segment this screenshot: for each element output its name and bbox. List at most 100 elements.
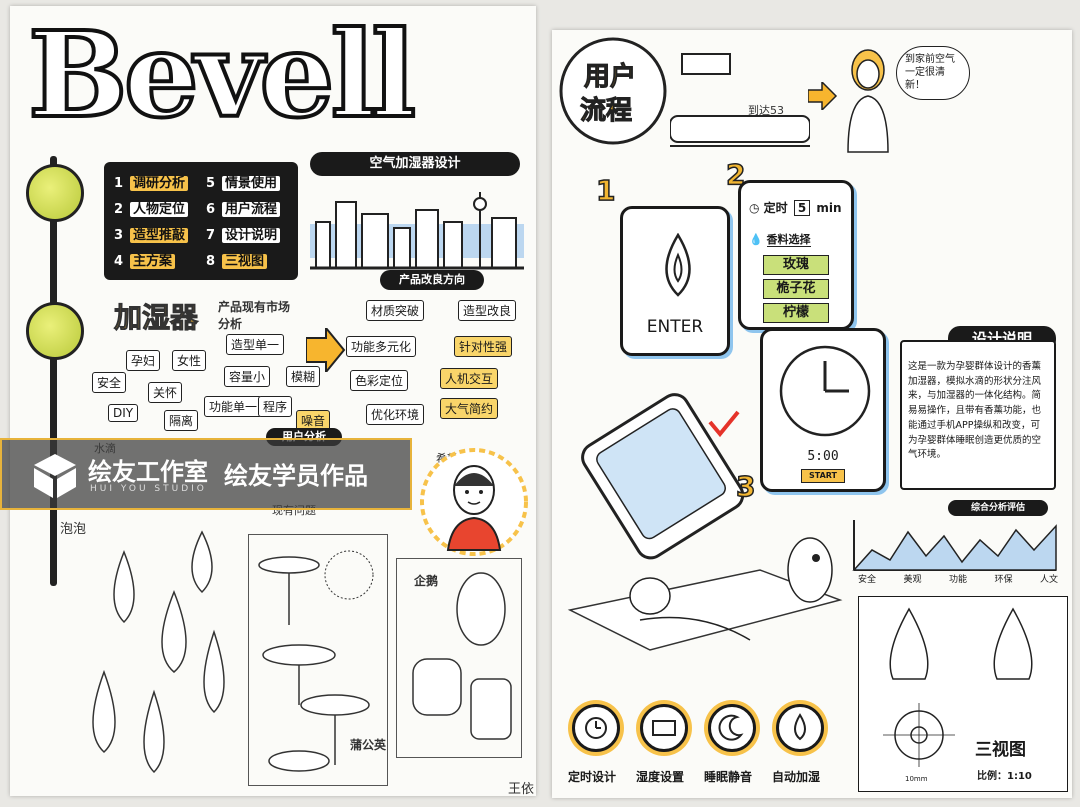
analysis-banner: 综合分析评估 — [948, 500, 1048, 516]
note-bubble: 泡泡 — [60, 522, 87, 537]
improve-node: 针对性强 — [454, 336, 513, 357]
analysis-sparkline — [852, 520, 1057, 571]
mindmap-node: 功能单一 — [204, 396, 263, 417]
feature-label: 湿度设置 — [636, 770, 685, 784]
axis-label: 环保 — [994, 575, 1013, 585]
arrow-right-icon — [306, 328, 346, 372]
flow-title-line2: 流程 — [579, 96, 633, 127]
feature-label: 自动加湿 — [772, 770, 821, 784]
design-text: 这是一款为孕婴群体设计的香薰加湿器，模拟水滴的形状分注风来，与加湿器的一体化结构… — [908, 361, 1042, 461]
improve-node: 优化环境 — [366, 404, 425, 425]
enter-button[interactable]: ENTER — [646, 317, 704, 337]
improve-node: 材质突破 — [366, 300, 425, 321]
side-view-icon — [993, 607, 1033, 680]
scent-option-rose[interactable]: 玫瑰 — [763, 255, 829, 275]
clock-time: 5:00 — [807, 449, 839, 464]
sleep-scene-icon — [567, 537, 843, 651]
user-avatar-icon — [420, 448, 528, 556]
improve-node: 色彩定位 — [350, 370, 409, 391]
clock-face-icon — [779, 345, 871, 437]
mindmap-node: 安全 — [92, 372, 127, 393]
mindmap-title: 加湿器 — [113, 301, 199, 335]
auto-humidify-feature-icon — [776, 704, 824, 752]
mindmap-node: 孕妇 — [126, 350, 161, 371]
timer-label: 定时 — [763, 201, 788, 215]
dimension-label: 10mm — [905, 775, 928, 783]
axis-label: 功能 — [948, 575, 967, 585]
timer-feature-icon — [572, 704, 620, 752]
mindmap-node: 程序 — [258, 396, 293, 417]
three-view-panel: 10mm 三视图 比例：1:10 — [858, 596, 1068, 792]
mindmap-node: DIY — [108, 404, 139, 422]
feature-label: 睡眠静音 — [704, 770, 753, 784]
sketch-panel-dandelion — [248, 534, 388, 786]
market-title: 产品现有市场分析 — [218, 300, 291, 331]
improve-node: 功能多元化 — [346, 336, 417, 357]
mindmap-node: 女性 — [172, 350, 207, 371]
scent-label: 香料选择 — [766, 233, 811, 247]
bevell-logo: Bevell — [26, 6, 418, 144]
feature-label: 定时设计 — [568, 770, 617, 784]
mindmap-node: 模糊 — [286, 366, 321, 387]
sketch-panel-penguin — [396, 558, 522, 758]
timer-row: ◷ 定时 5 min — [749, 199, 842, 216]
sketch-panel-drops — [64, 522, 244, 784]
settings-phone: ◷ 定时 5 min 💧 香料选择 玫瑰 桅子花 柠檬 — [738, 180, 854, 330]
axis-label: 人文 — [1039, 575, 1058, 585]
improve-node: 大气简约 — [440, 398, 499, 419]
axis-label: 美观 — [903, 575, 922, 585]
timer-unit: min — [816, 201, 842, 215]
title-circle-icon — [559, 37, 667, 145]
analysis-axis: 安全 美观 功能 环保 人文 — [858, 572, 1058, 585]
section-dot-1 — [26, 164, 84, 222]
moon-feature-icon — [708, 704, 756, 752]
flow-title-line1: 用户 — [583, 62, 637, 93]
scale-label: 比例：1:10 — [977, 771, 1032, 782]
mindmap-node: 关怀 — [148, 382, 183, 403]
three-view-title: 三视图 — [975, 740, 1026, 760]
studio-watermark: 绘友工作室 HUI YOU STUDIO 绘友学员作品 — [0, 438, 412, 510]
mindmap-node: 隔离 — [164, 410, 199, 431]
watermark-brand: 绘友工作室 — [88, 458, 208, 486]
note-penguin: 企鹅 — [414, 574, 439, 588]
top-view-icon — [883, 703, 955, 767]
timer-value[interactable]: 5 — [793, 200, 811, 216]
improve-banner: 产品改良方向 — [380, 270, 484, 290]
author-signature: 王依 — [508, 782, 535, 796]
improve-node: 造型改良 — [458, 300, 517, 321]
step-number: 1 — [595, 173, 616, 208]
speech-bubble: 到家前空气一定很清新！ — [896, 46, 970, 100]
cube-logo-icon — [34, 454, 76, 498]
scent-row: 💧 香料选择 — [749, 231, 811, 247]
train-station-icon — [670, 53, 810, 147]
design-text-box: 这是一款为孕婴群体设计的香薰加湿器，模拟水滴的形状分注风来，与加湿器的一体化结构… — [900, 340, 1056, 490]
watermark-brand-en: HUI YOU STUDIO — [90, 484, 207, 494]
improve-node: 人机交互 — [440, 368, 499, 389]
drop-icon: 💧 — [749, 233, 763, 246]
start-button[interactable]: START — [801, 469, 845, 483]
clock-icon: ◷ — [749, 201, 764, 215]
analysis-title: 综合分析评估 — [970, 503, 1025, 513]
scent-option-lemon[interactable]: 柠檬 — [763, 303, 829, 323]
subtitle-text: 空气加湿器设计 — [369, 156, 461, 171]
timeline-rail — [50, 156, 57, 586]
scent-option-gardenia[interactable]: 桅子花 — [763, 279, 829, 299]
enter-phone[interactable]: ENTER — [620, 206, 730, 356]
mindmap-node: 容量小 — [224, 366, 271, 387]
watermark-caption: 绘友学员作品 — [224, 462, 368, 490]
subtitle-banner: 空气加湿器设计 — [310, 152, 520, 176]
improve-title: 产品改良方向 — [399, 273, 465, 286]
right-sheet: 用户 流程 到达53 到家前空气一定很清新！ 1 ENTER 2 ◷ 定时 5 … — [552, 30, 1072, 798]
front-view-icon — [889, 607, 929, 680]
city-skyline-icon — [310, 192, 524, 270]
speech-text: 到家前空气一定很清新！ — [905, 54, 955, 91]
